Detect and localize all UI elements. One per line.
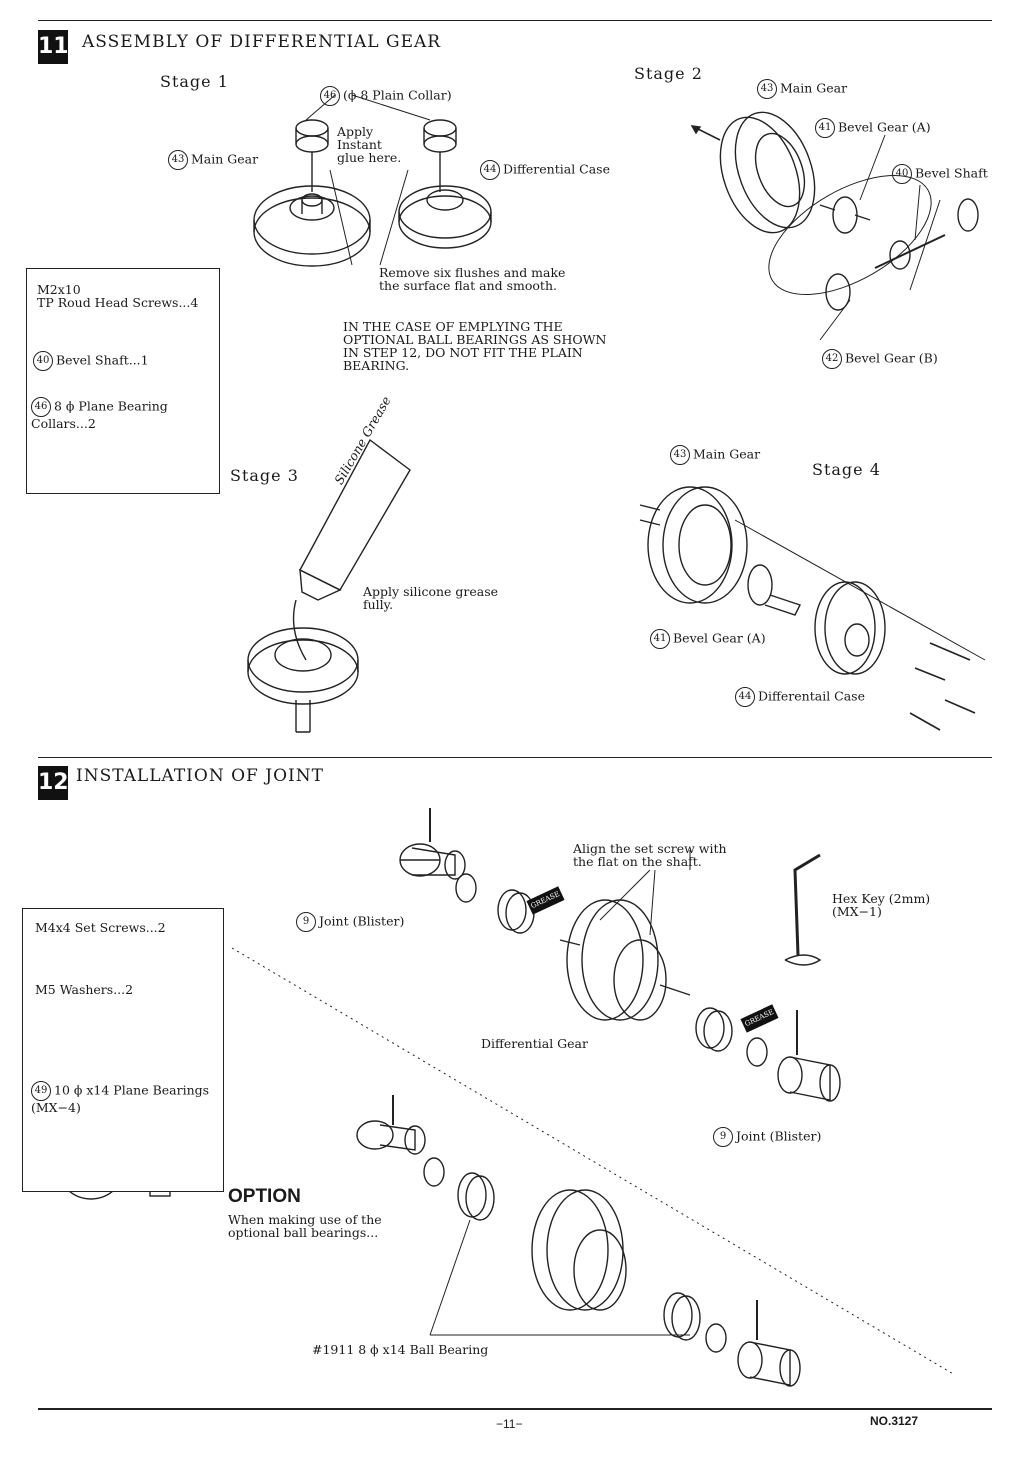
- label-apply-glue: Apply Instant glue here.: [337, 124, 402, 165]
- stage2-bevel-parts: [768, 174, 979, 311]
- step12-bearing-left: [497, 889, 535, 934]
- label-ball-bearing-note: IN THE CASE OF EMPLYING THE OPTIONAL BAL…: [343, 319, 607, 373]
- stage2-main-gear: [690, 111, 816, 234]
- document-number: NO.3127: [870, 1414, 919, 1428]
- stage4-assembly: [639, 486, 986, 675]
- stage1-diff-case: [398, 185, 492, 249]
- step-separator: [38, 757, 992, 758]
- option-joint-right: [737, 1300, 801, 1387]
- hex-key: [784, 853, 822, 966]
- label-differential-gear: Differential Gear: [481, 1036, 588, 1051]
- parts12-washers: M5 Washers...2: [35, 982, 134, 997]
- option-text: When making use of the optional ball bea…: [228, 1212, 382, 1240]
- parts11-screws: M2x10 TP Roud Head Screws...4: [37, 282, 199, 310]
- step-12-badge: 12: [38, 766, 69, 800]
- stage-4-label: Stage 4: [812, 460, 881, 479]
- page-number: −11−: [496, 1417, 523, 1431]
- option-joint-left: [356, 1095, 426, 1155]
- parts12-set-screws: M4x4 Set Screws...2: [35, 920, 166, 935]
- step-11-badge: 11: [38, 30, 69, 64]
- step-12-title: INSTALLATION OF JOINT: [76, 766, 324, 786]
- label-hex-key: Hex Key (2mm) (MX−1): [832, 891, 931, 919]
- label-remove-flushes: Remove six flushes and make the surface …: [379, 265, 566, 293]
- stage-1-label: Stage 1: [160, 72, 229, 91]
- stage4-screws: [909, 642, 976, 731]
- label-apply-grease: Apply silicone grease fully.: [363, 584, 499, 612]
- stage-2-label: Stage 2: [634, 64, 703, 83]
- step12-bearing-right: [695, 1007, 733, 1052]
- bottom-rule: [38, 1408, 992, 1410]
- step12-diff-gear: [559, 899, 691, 1021]
- step12-washer-left: [455, 873, 477, 903]
- stage1-main-gear: [253, 185, 371, 267]
- label-ball-bearing: #1911 8 ϕ x14 Ball Bearing: [312, 1342, 489, 1357]
- step12-joint-right: [777, 1010, 841, 1102]
- step-11-title: ASSEMBLY OF DIFFERENTIAL GEAR: [82, 32, 442, 52]
- step12-washer-right: [746, 1037, 768, 1067]
- top-rule: [38, 20, 992, 21]
- stage3-gear: [247, 627, 359, 733]
- stage-3-label: Stage 3: [230, 466, 299, 485]
- label-plain-collar: 46(ϕ 8 Plain Collar): [320, 86, 452, 106]
- stage3-grease-tube: [292, 438, 411, 661]
- option-title: OPTION: [228, 1186, 301, 1207]
- step12-joint-left: [399, 808, 466, 880]
- option-diff-gear: [531, 1189, 627, 1311]
- label-align-note: Align the set screw with the flat on the…: [573, 841, 727, 869]
